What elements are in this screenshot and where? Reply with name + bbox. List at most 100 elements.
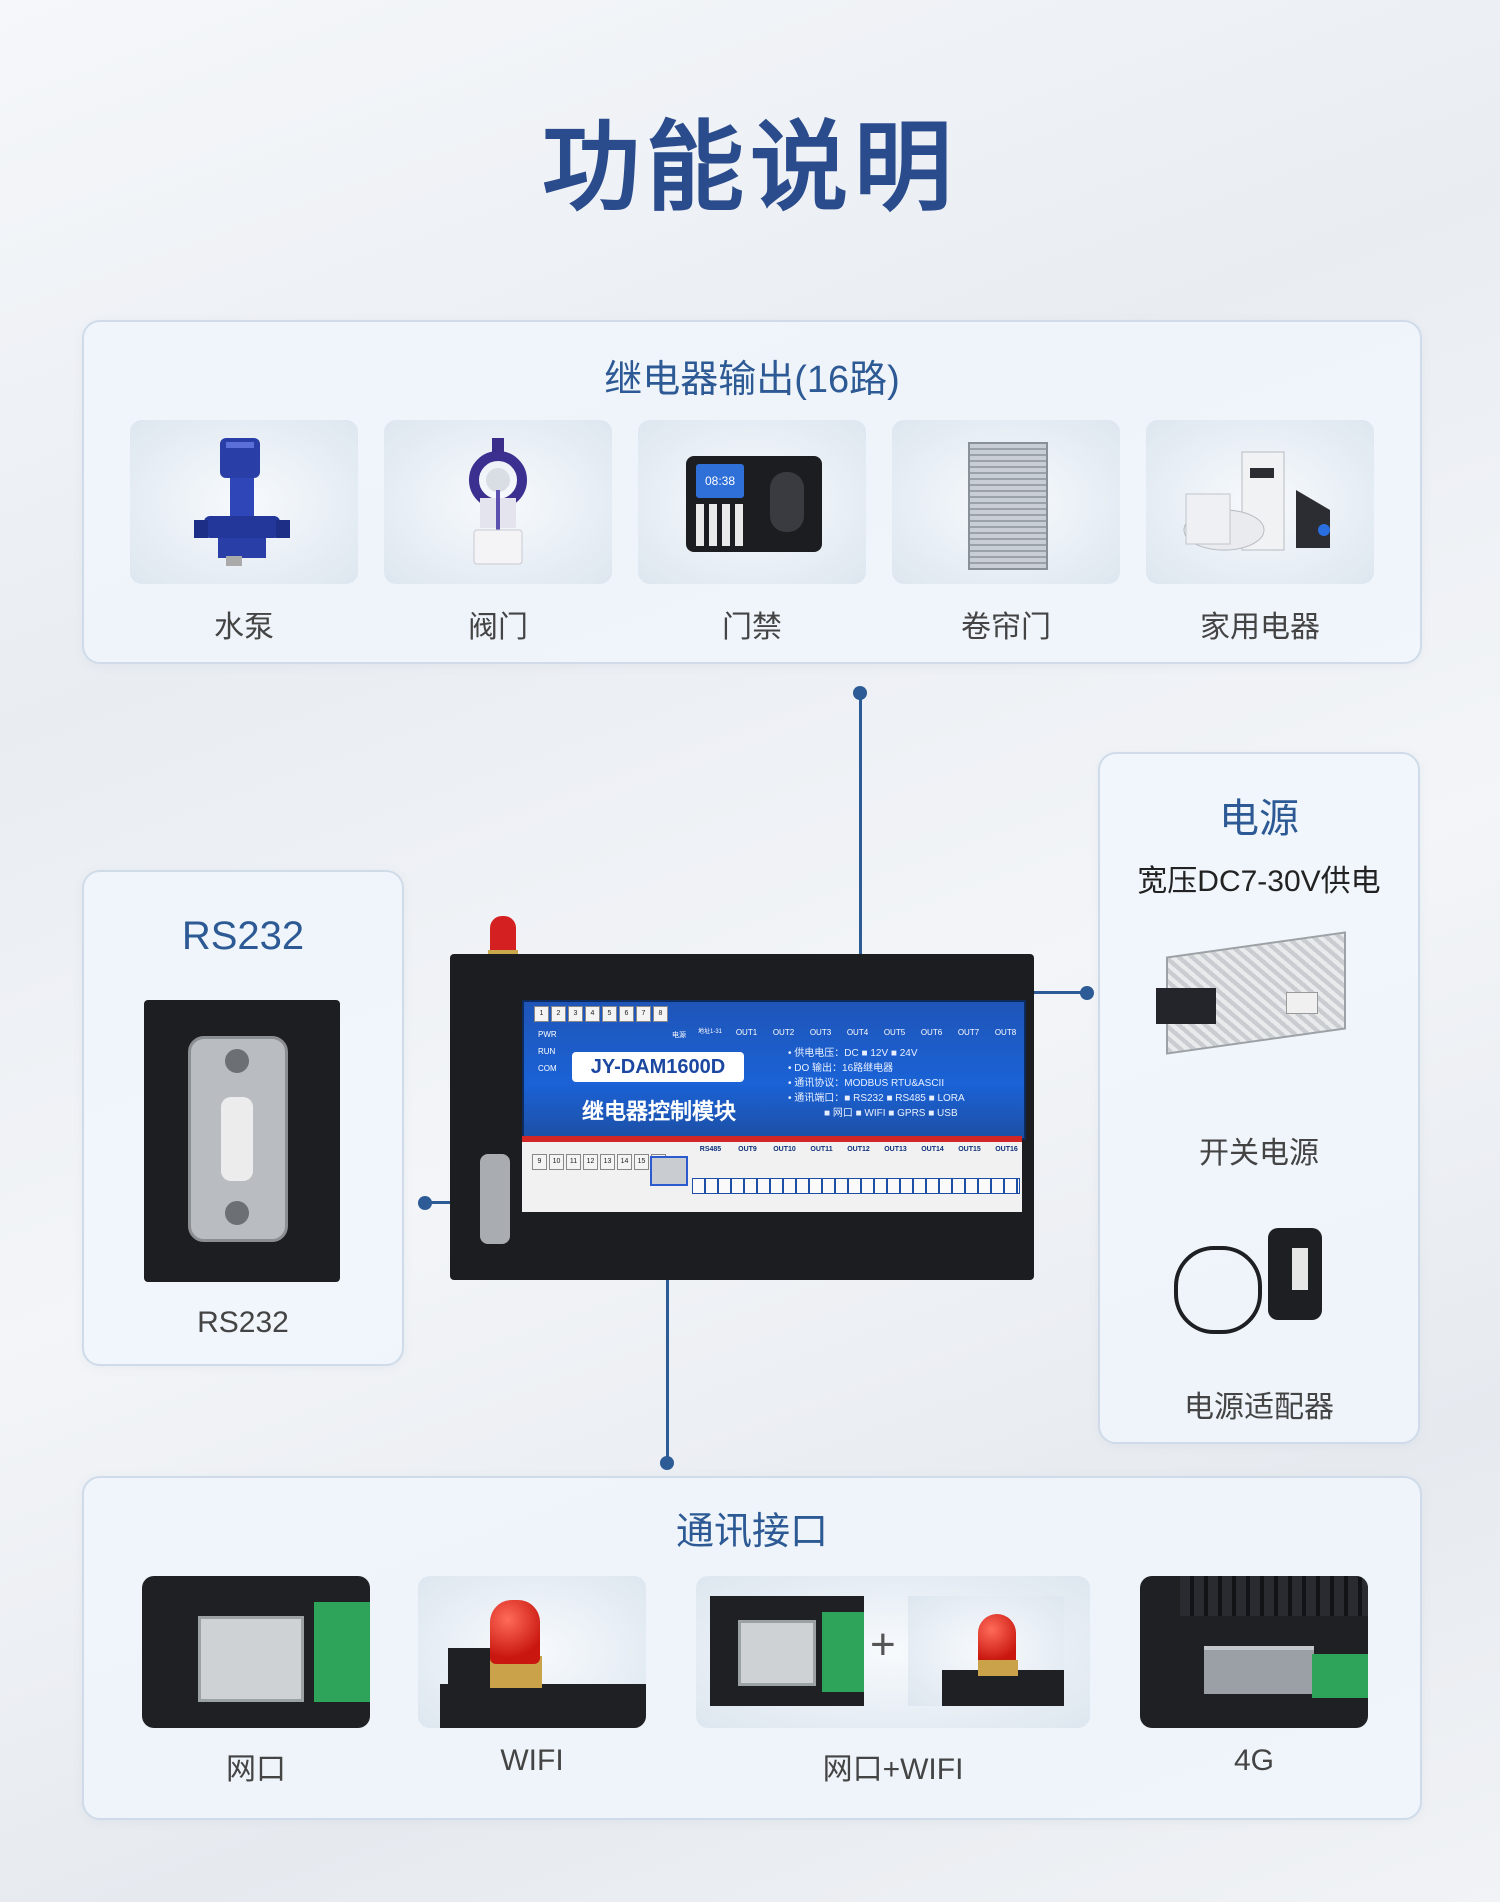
ethernet-wifi-label: 网口+WIFI [822, 1753, 964, 1786]
bottom-led-row: 9 10 11 12 13 14 15 16 [532, 1154, 666, 1170]
top-led-row: 1 2 3 4 5 6 7 8 [534, 1006, 668, 1022]
led-7: 7 [636, 1006, 651, 1022]
water-pump-icon [194, 438, 290, 566]
out-label: OUT16 [995, 1146, 1018, 1153]
device-terminal-strip: 9 10 11 12 13 14 15 16 RS485 OUT9 OUT10 … [522, 1136, 1022, 1212]
power-panel: 电源 宽压DC7-30V供电 开关电源 电源适配器 [1098, 752, 1420, 1444]
rs232-heading: RS232 [181, 914, 305, 958]
spec-line: • 供电电压：DC ■ 12V ■ 24V [788, 1048, 918, 1059]
out-label: OUT9 [738, 1146, 757, 1153]
spec-line: ■ 网口 ■ WIFI ■ GPRS ■ USB [824, 1108, 958, 1119]
comm-interface-heading: 通讯接口 [675, 1511, 828, 1553]
rs232-label: RS232 [197, 1306, 289, 1339]
access-display: 08:38 [696, 464, 744, 498]
out-label: OUT11 [810, 1146, 833, 1153]
home-appliance-label: 家用电器 [1200, 611, 1320, 644]
valve-tile [384, 420, 612, 584]
comm-interface-panel: 通讯接口 网口 WIFI + [82, 1476, 1422, 1820]
relay-control-module: 1 2 3 4 5 6 7 8 PWR RUN COM 电源 地址1-31 OU… [450, 916, 1034, 1280]
spec-line: • DO 输出：16路继电器 [788, 1063, 894, 1074]
connector-line-comm [666, 1235, 669, 1463]
4g-tile [1140, 1576, 1368, 1728]
ethernet-port-icon [650, 1156, 688, 1186]
led-4: 4 [585, 1006, 600, 1022]
led-12: 12 [583, 1154, 598, 1170]
out-label: OUT14 [921, 1146, 944, 1153]
rolling-door-label: 卷帘门 [961, 611, 1051, 644]
out-label: OUT2 [772, 1028, 795, 1037]
indicator-run: RUN [538, 1047, 556, 1056]
connector-line-top [859, 693, 862, 975]
indicator-labels: PWR RUN COM [538, 1026, 557, 1077]
relay-output-heading: 继电器输出(16路) [604, 359, 900, 401]
led-15: 15 [634, 1154, 649, 1170]
out-label: OUT10 [773, 1146, 796, 1153]
valve-label: 阀门 [468, 611, 528, 644]
led-9: 9 [532, 1154, 547, 1170]
led-2: 2 [551, 1006, 566, 1022]
4g-label: 4G [1233, 1744, 1275, 1777]
wifi-label: WIFI [500, 1744, 564, 1777]
valve-icon [469, 438, 527, 565]
out-label: OUT3 [809, 1028, 832, 1037]
home-appliance-tile [1146, 420, 1374, 584]
water-pump-tile [130, 420, 358, 584]
access-control-tile: 08:38 [638, 420, 866, 584]
access-control-label: 门禁 [722, 611, 782, 644]
connector-dot-comm-end [660, 1456, 674, 1470]
led-11: 11 [566, 1154, 581, 1170]
relay-output-panel: 继电器输出(16路) 水泵 阀门 08:38 [82, 320, 1422, 664]
led-5: 5 [602, 1006, 617, 1022]
address-label: 地址1-31 [698, 1029, 723, 1035]
power-subheading: 宽压DC7-30V供电 [1137, 865, 1381, 898]
power-adapter-label: 电源适配器 [1184, 1391, 1334, 1424]
out-label: OUT15 [958, 1146, 981, 1153]
plus-sign: + [870, 1620, 896, 1669]
power-adapter-icon [1162, 1228, 1352, 1340]
home-appliance-icon [1183, 451, 1330, 551]
keypad [696, 504, 746, 546]
db9-port-icon [480, 1154, 510, 1244]
indicator-com: COM [538, 1064, 557, 1073]
out-label: OUT5 [883, 1028, 906, 1037]
water-pump-label: 水泵 [214, 611, 274, 644]
out-label: OUT4 [846, 1028, 869, 1037]
spec-line: • 通讯协议：MODBUS RTU&ASCII [788, 1078, 945, 1089]
switching-power-supply-label: 开关电源 [1199, 1137, 1319, 1170]
indicator-pwr: PWR [538, 1030, 557, 1039]
power-heading: 电源 [1219, 797, 1299, 841]
ethernet-tile [142, 1576, 370, 1728]
device-specs: • 供电电压：DC ■ 12V ■ 24V • DO 输出：16路继电器 • 通… [788, 1046, 965, 1121]
led-10: 10 [549, 1154, 564, 1170]
led-3: 3 [568, 1006, 583, 1022]
rolling-door-icon [968, 442, 1048, 570]
device-front-panel: 1 2 3 4 5 6 7 8 PWR RUN COM 电源 地址1-31 OU… [522, 1000, 1026, 1140]
out-label: RS485 [699, 1146, 722, 1153]
out-label: OUT12 [847, 1146, 870, 1153]
top-output-labels: OUT1 OUT2 OUT3 OUT4 OUT5 OUT6 OUT7 OUT8 [728, 1028, 1024, 1037]
antenna-icon [490, 916, 516, 954]
out-label: OUT1 [735, 1028, 758, 1037]
out-label: OUT6 [920, 1028, 943, 1037]
connector-dot-power-end [1080, 986, 1094, 1000]
page-title: 功能说明 [541, 112, 958, 222]
led-8: 8 [653, 1006, 668, 1022]
spec-line: • 通讯端口：■ RS232 ■ RS485 ■ LORA [788, 1093, 965, 1104]
out-label: OUT8 [994, 1028, 1017, 1037]
out-label: OUT7 [957, 1028, 980, 1037]
switching-power-supply-icon [1156, 926, 1356, 1066]
led-6: 6 [619, 1006, 634, 1022]
led-14: 14 [617, 1154, 632, 1170]
db9-connector-icon [188, 1036, 288, 1242]
access-control-icon: 08:38 [686, 456, 822, 552]
device-name: 继电器控制模块 [581, 1099, 736, 1124]
rs232-panel: RS232 RS232 [82, 870, 404, 1366]
fingerprint-sensor [770, 472, 804, 532]
wifi-tile [418, 1576, 646, 1728]
rs232-photo [144, 1000, 340, 1282]
device-model: JY-DAM1600D [572, 1052, 744, 1082]
led-13: 13 [600, 1154, 615, 1170]
rolling-door-tile [892, 420, 1120, 584]
ethernet-label: 网口 [226, 1753, 286, 1786]
power-terminal-label: 电源 [672, 1032, 686, 1039]
